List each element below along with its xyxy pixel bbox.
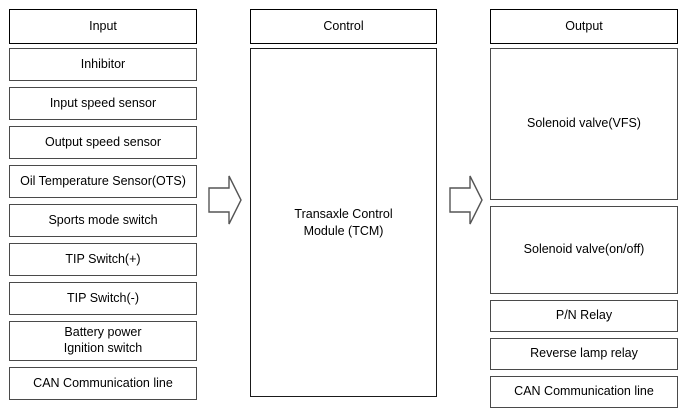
output-item-can-communication-line[interactable]: CAN Communication line <box>490 376 678 408</box>
control-column-header: Control <box>250 9 437 44</box>
output-column: Output Solenoid valve(VFS) Solenoid valv… <box>490 9 678 408</box>
output-item-pn-relay[interactable]: P/N Relay <box>490 300 678 332</box>
input-item-tip-switch-minus[interactable]: TIP Switch(-) <box>9 282 197 315</box>
input-item-oil-temperature-sensor[interactable]: Oil Temperature Sensor(OTS) <box>9 165 197 198</box>
right-block-arrow-icon-control-to-output <box>449 174 483 226</box>
output-item-solenoid-valve-vfs[interactable]: Solenoid valve(VFS) <box>490 48 678 200</box>
input-item-battery-power-ignition-switch[interactable]: Battery power Ignition switch <box>9 321 197 361</box>
output-item-reverse-lamp-relay[interactable]: Reverse lamp relay <box>490 338 678 370</box>
control-column: Control Transaxle Control Module (TCM) <box>250 9 437 397</box>
control-module-tcm[interactable]: Transaxle Control Module (TCM) <box>250 48 437 397</box>
input-column-header: Input <box>9 9 197 44</box>
right-block-arrow-icon-input-to-control <box>208 174 242 226</box>
output-column-header: Output <box>490 9 678 44</box>
input-item-output-speed-sensor[interactable]: Output speed sensor <box>9 126 197 159</box>
input-item-inhibitor[interactable]: Inhibitor <box>9 48 197 81</box>
input-item-can-communication-line[interactable]: CAN Communication line <box>9 367 197 400</box>
input-item-sports-mode-switch[interactable]: Sports mode switch <box>9 204 197 237</box>
input-item-input-speed-sensor[interactable]: Input speed sensor <box>9 87 197 120</box>
input-column: Input Inhibitor Input speed sensor Outpu… <box>9 9 197 400</box>
output-item-solenoid-valve-on-off[interactable]: Solenoid valve(on/off) <box>490 206 678 294</box>
input-item-tip-switch-plus[interactable]: TIP Switch(+) <box>9 243 197 276</box>
